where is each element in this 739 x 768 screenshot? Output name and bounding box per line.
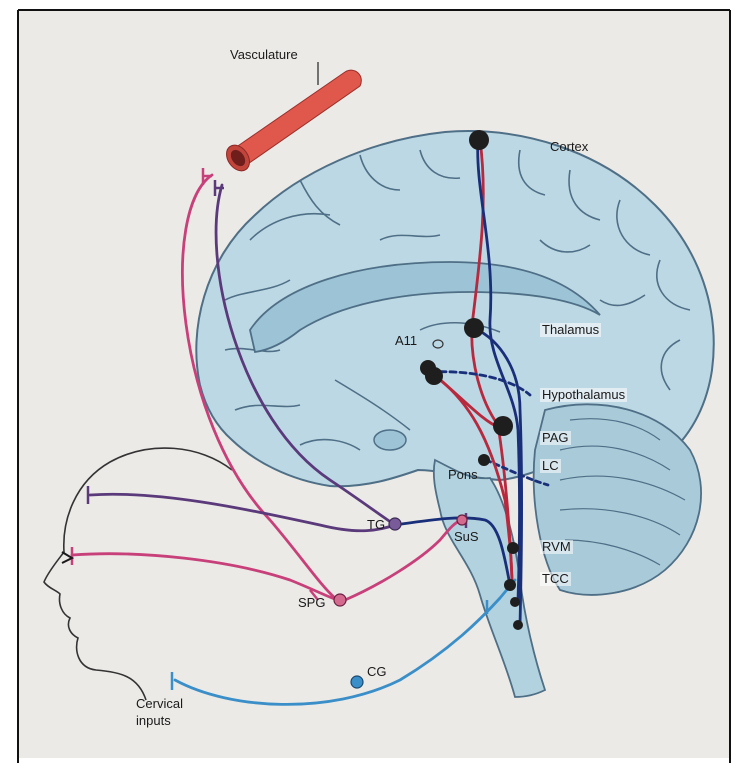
tcc-node-1 — [504, 579, 516, 591]
thalamus-node — [464, 318, 484, 338]
label-spg: SPG — [298, 596, 325, 610]
label-hypothalamus: Hypothalamus — [540, 388, 627, 402]
tcc-node-3 — [513, 620, 523, 630]
label-sus: SuS — [454, 530, 479, 544]
label-rvm: RVM — [540, 540, 573, 554]
pag-node — [493, 416, 513, 436]
label-cortex: Cortex — [550, 140, 588, 154]
label-pag: PAG — [540, 431, 571, 445]
label-thalamus: Thalamus — [540, 323, 601, 337]
label-tg: TG — [367, 518, 385, 532]
label-a11: A11 — [395, 334, 417, 348]
tg-ganglion — [389, 518, 401, 530]
rvm-node — [507, 542, 519, 554]
cortex-node — [469, 130, 489, 150]
a11-node-2 — [425, 367, 443, 385]
sus-node — [457, 515, 467, 525]
label-pons: Pons — [448, 468, 478, 482]
label-inputs: inputs — [136, 714, 171, 728]
label-vasculature: Vasculature — [230, 48, 298, 62]
label-cg: CG — [367, 665, 387, 679]
cg-ganglion — [351, 676, 363, 688]
lc-node — [478, 454, 490, 466]
label-lc: LC — [540, 459, 561, 473]
tcc-node-2 — [510, 597, 520, 607]
spg-ganglion — [334, 594, 346, 606]
label-cervical: Cervical — [136, 697, 183, 711]
label-tcc: TCC — [540, 572, 571, 586]
